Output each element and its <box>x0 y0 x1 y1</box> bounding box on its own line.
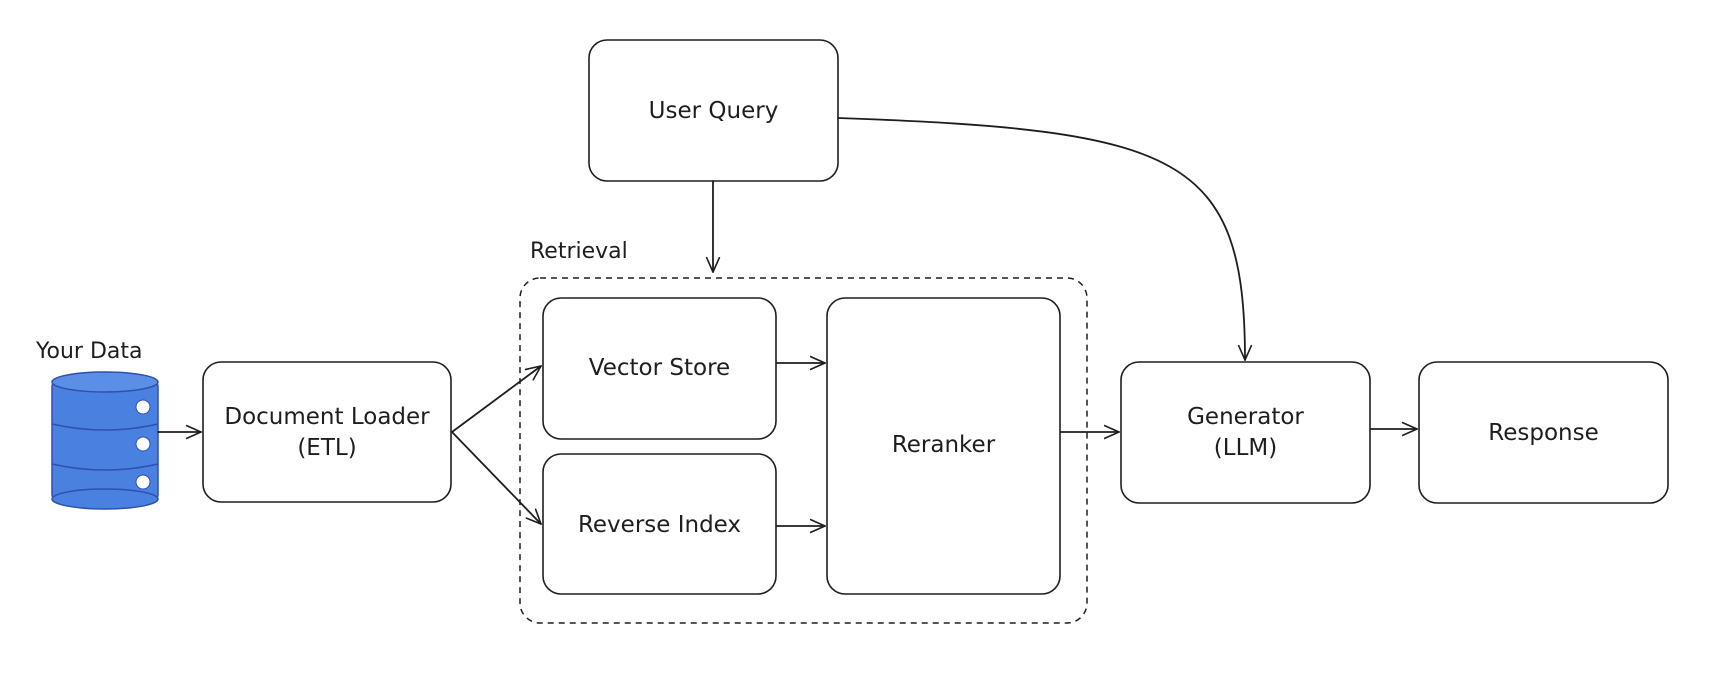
response-label: Response <box>1488 420 1598 446</box>
node-user-query: User Query <box>588 39 839 182</box>
edge-loader-to-reverse-index <box>451 431 542 525</box>
retrieval-group-frame <box>519 277 1088 624</box>
generator-sublabel: (LLM) <box>1214 435 1277 461</box>
node-generator: Generator (LLM) <box>1120 361 1371 504</box>
reranker-label: Reranker <box>892 432 996 458</box>
node-response: Response <box>1418 361 1669 504</box>
node-reranker: Reranker <box>826 297 1061 595</box>
node-reverse-index: Reverse Index <box>542 453 777 595</box>
generator-label: Generator <box>1187 404 1304 430</box>
retrieval-group-label: Retrieval <box>530 239 628 264</box>
document-loader-sublabel: (ETL) <box>297 435 356 461</box>
node-document-loader: Document Loader (ETL) <box>202 361 452 503</box>
database-icon <box>51 371 159 510</box>
document-loader-label: Document Loader <box>224 404 430 430</box>
node-vector-store: Vector Store <box>542 297 777 440</box>
your-data-label: Your Data <box>35 339 143 364</box>
user-query-label: User Query <box>649 98 779 124</box>
edge-loader-to-vector-store <box>451 365 542 433</box>
reverse-index-label: Reverse Index <box>578 512 741 538</box>
edge-query-to-generator <box>837 117 1253 361</box>
vector-store-label: Vector Store <box>589 355 730 381</box>
